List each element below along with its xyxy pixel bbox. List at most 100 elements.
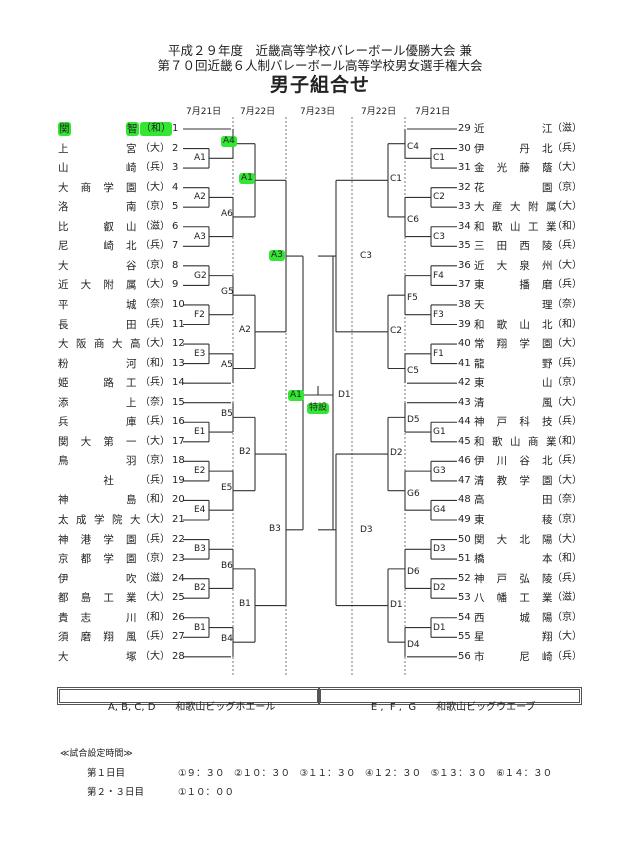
team-name-char: 常 xyxy=(474,338,485,351)
team-name-char: 山 xyxy=(510,220,521,233)
team-name-char: 工 xyxy=(528,220,539,233)
team-name-char: 島 xyxy=(126,494,137,507)
team-entry: 神島（和）20 xyxy=(0,493,640,507)
team-prefecture: （大） xyxy=(140,514,170,525)
team-entry: 山崎（兵）3 xyxy=(0,161,640,175)
team-name-char: 大 xyxy=(58,338,69,351)
team-prefecture: （大） xyxy=(552,201,582,213)
team-name-char: 大 xyxy=(80,435,92,448)
match-label: D1 xyxy=(433,622,446,633)
team-entry: 上宮（大）2 xyxy=(0,142,640,156)
team-prefecture: （大） xyxy=(552,533,582,545)
team-prefecture: （兵） xyxy=(140,416,170,428)
match-label: E2 xyxy=(194,466,206,477)
team-entry: 神戸弘陵（兵）52 xyxy=(0,572,640,586)
team-number: 50 xyxy=(458,533,471,545)
team-prefecture: （京） xyxy=(552,181,582,193)
team-prefecture: （大） xyxy=(140,338,170,350)
team-prefecture: （大） xyxy=(552,259,582,271)
team-entry: 関大北陽（大）50 xyxy=(0,533,640,547)
team-prefecture: （兵） xyxy=(140,318,170,330)
team-number: 21 xyxy=(172,514,185,525)
team-name-char: 園 xyxy=(542,338,553,351)
team-name-char: 近 xyxy=(58,279,69,292)
team-number: 22 xyxy=(172,533,185,545)
team-number: 12 xyxy=(172,338,185,350)
team-name-char: 陽 xyxy=(542,533,553,546)
team-name-char: 長 xyxy=(58,318,69,331)
team-number: 17 xyxy=(172,435,185,447)
team-name-char: 園 xyxy=(126,533,137,546)
team-entry: 花園（京）32 xyxy=(0,181,640,195)
venue-name: 和歌山ビッグホエール xyxy=(175,702,276,713)
team-name-char: 和 xyxy=(474,220,485,233)
team-name-char: 商 xyxy=(528,435,539,448)
team-prefecture: （和） xyxy=(552,553,582,565)
team-name-char: 光 xyxy=(496,162,508,175)
schedule-day23-label: 第２・３日目 xyxy=(87,787,145,798)
team-entry: 龍野（兵）41 xyxy=(0,357,640,371)
match-label: A1 xyxy=(239,173,255,185)
match-label: E3 xyxy=(194,348,206,359)
team-name-char: 歌 xyxy=(492,435,503,448)
team-number: 29 xyxy=(458,123,471,134)
team-prefecture: （大） xyxy=(140,181,170,193)
match-label: A5 xyxy=(221,360,233,371)
match-label: D2 xyxy=(390,448,403,459)
team-prefecture: （和） xyxy=(140,611,170,623)
match-label: B2 xyxy=(239,447,251,458)
team-name-char: 陵 xyxy=(542,240,553,253)
match-label: C6 xyxy=(407,214,420,225)
team-name-char: 清 xyxy=(474,474,485,487)
team-number: 31 xyxy=(458,162,471,174)
team-name-char: 伊 xyxy=(474,455,485,468)
team-name-char: 羽 xyxy=(126,455,137,468)
team-number: 40 xyxy=(458,338,471,350)
match-label: A3 xyxy=(194,231,206,242)
team-name-char: 鳥 xyxy=(58,455,69,468)
team-prefecture: （奈） xyxy=(140,298,170,310)
team-number: 35 xyxy=(458,240,471,252)
team-number: 3 xyxy=(172,162,179,174)
team-number: 56 xyxy=(458,650,471,662)
match-label: D5 xyxy=(407,415,420,426)
team-entry: 大商学園（大）4 xyxy=(0,181,640,195)
team-name-char: 学 xyxy=(103,181,114,194)
team-name-char: 谷 xyxy=(126,259,137,272)
team-name-char: 学 xyxy=(519,474,530,487)
team-name-char: 粉 xyxy=(58,357,69,370)
team-number: 28 xyxy=(172,650,185,662)
final-match-label: A1 xyxy=(288,390,304,401)
team-entry: 常翔学園（大）40 xyxy=(0,337,640,351)
team-name-char: 園 xyxy=(126,553,137,566)
team-prefecture: （奈） xyxy=(552,494,582,506)
team-name-char: 崎 xyxy=(126,162,137,175)
team-name-char: 風 xyxy=(126,631,137,644)
team-entry: 粉河（和）13 xyxy=(0,357,640,371)
team-number: 11 xyxy=(172,318,185,330)
match-label: D1 xyxy=(390,599,403,610)
match-label: D6 xyxy=(407,566,420,577)
team-number: 52 xyxy=(458,572,471,584)
team-entry: 伊川谷北（兵）46 xyxy=(0,454,640,468)
match-label: C4 xyxy=(407,141,420,152)
team-name-char: 近 xyxy=(474,123,485,135)
team-name-char: 北 xyxy=(542,455,553,468)
team-entry: 神港学園（兵）22 xyxy=(0,533,640,547)
team-name-char: 伊 xyxy=(474,142,485,155)
team-number: 19 xyxy=(172,474,185,486)
team-number: 37 xyxy=(458,279,471,291)
match-label: G4 xyxy=(433,505,446,516)
team-name-char: 属 xyxy=(126,279,137,292)
team-entry: 星翔（大）55 xyxy=(0,630,640,644)
team-entry: 洛南（京）5 xyxy=(0,200,640,214)
team-number: 7 xyxy=(172,240,179,252)
venue-name: 和歌山ビッグウエーブ xyxy=(436,702,536,713)
team-name-char: 阪 xyxy=(76,338,87,351)
team-number: 36 xyxy=(458,259,471,271)
team-prefecture: （兵） xyxy=(140,631,170,643)
team-entry: 近江（滋）29 xyxy=(0,122,640,136)
day-label-left-r1: 7月21日 xyxy=(186,107,222,117)
team-name-char: 風 xyxy=(542,396,553,409)
team-name-char: 尼 xyxy=(58,240,69,253)
